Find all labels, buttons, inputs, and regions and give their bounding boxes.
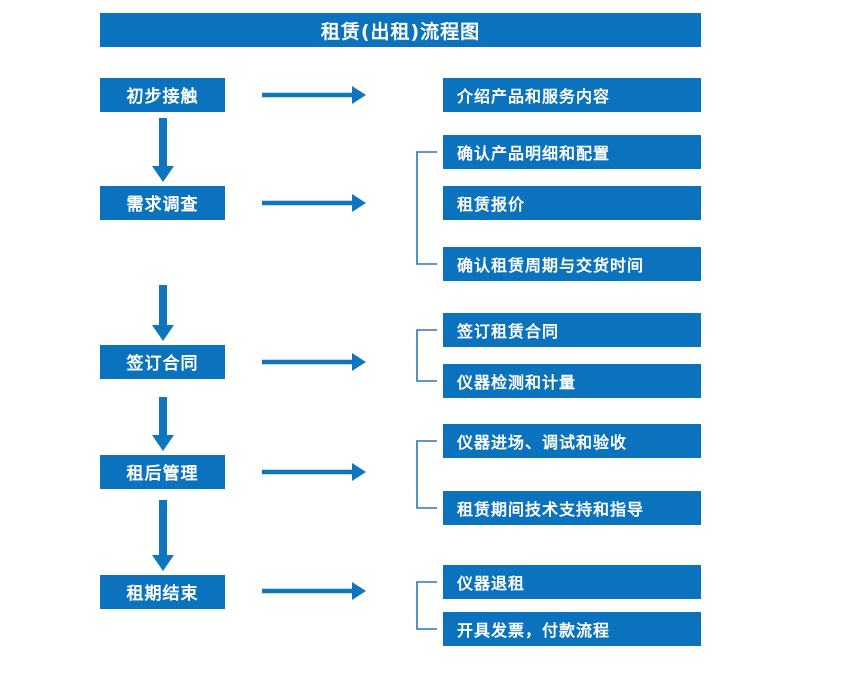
detail-box[interactable]: 确认产品明细和配置 (443, 135, 701, 169)
arrow-stage-1-to-details (262, 86, 366, 104)
bracket-post-rental-group (416, 440, 437, 509)
detail-box[interactable]: 开具发票，付款流程 (443, 612, 701, 646)
detail-box[interactable]: 签订租赁合同 (443, 313, 701, 347)
arrow-down-contact-to-survey (152, 118, 174, 182)
detail-box[interactable]: 租赁期间技术支持和指导 (443, 491, 701, 525)
stage-box[interactable]: 租后管理 (100, 455, 225, 489)
stage-box[interactable]: 签订合同 (100, 345, 225, 379)
detail-box[interactable]: 确认租赁周期与交货时间 (443, 247, 701, 281)
detail-box[interactable]: 仪器退租 (443, 565, 701, 599)
bracket-lease-end-group (416, 581, 437, 630)
arrow-down-management-to-end (152, 500, 174, 571)
arrow-stage-5-to-details (262, 582, 366, 600)
detail-box[interactable]: 仪器检测和计量 (443, 364, 701, 398)
bracket-contract-group (416, 329, 437, 382)
bracket-demand-survey-group (416, 151, 437, 265)
detail-box[interactable]: 介绍产品和服务内容 (443, 78, 701, 112)
arrow-stage-4-to-details (262, 463, 366, 481)
arrow-stage-2-to-details (262, 194, 366, 212)
stage-box[interactable]: 需求调查 (100, 186, 225, 220)
arrow-down-contract-to-management (152, 397, 174, 451)
page-title: 租赁(出租)流程图 (100, 13, 701, 47)
arrow-stage-3-to-details (262, 353, 366, 371)
detail-box[interactable]: 仪器进场、调试和验收 (443, 424, 701, 458)
arrow-down-survey-to-contract (152, 285, 174, 341)
stage-box[interactable]: 初步接触 (100, 78, 225, 112)
detail-box[interactable]: 租赁报价 (443, 186, 701, 220)
stage-box[interactable]: 租期结束 (100, 575, 225, 609)
